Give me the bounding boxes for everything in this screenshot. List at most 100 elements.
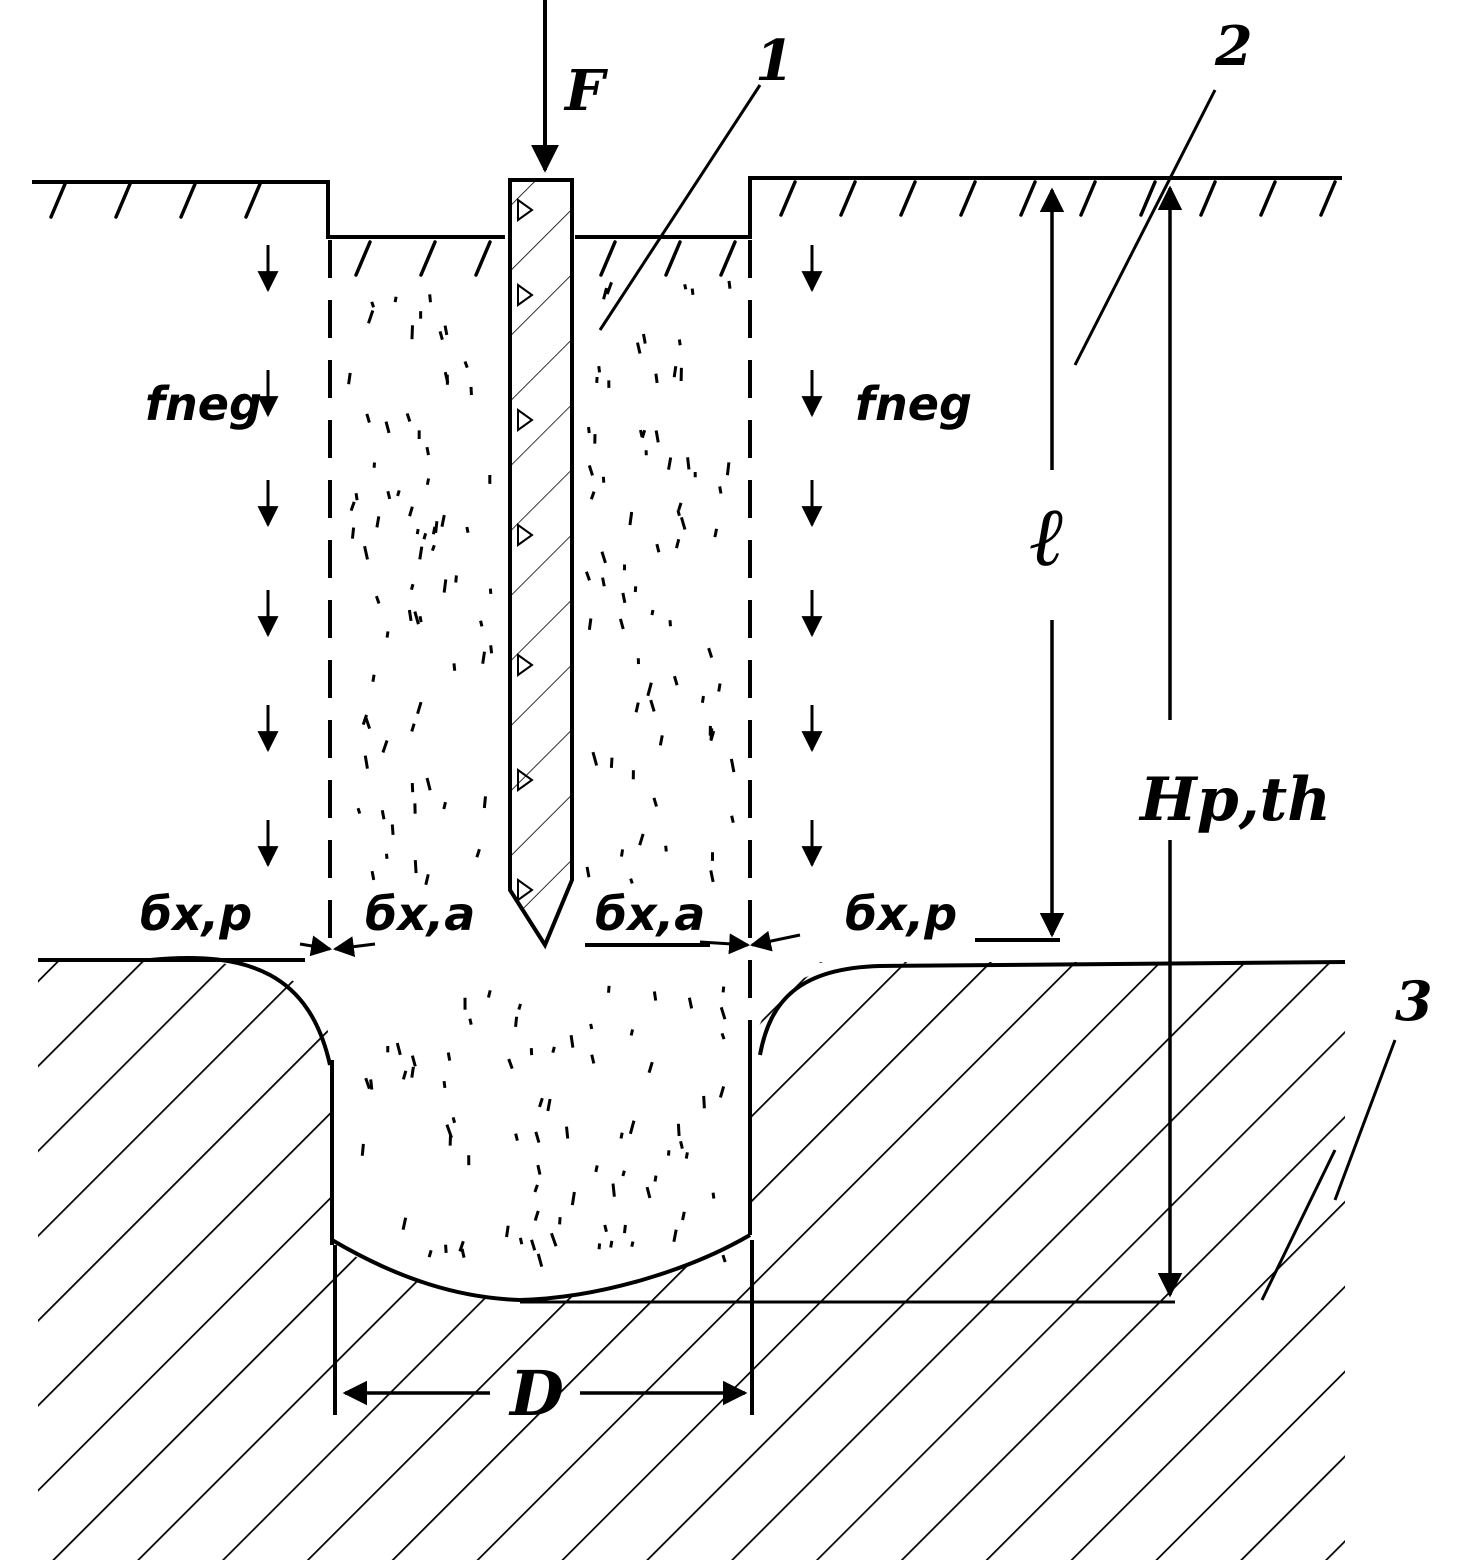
sand-dot [593,434,597,444]
sand-dot [654,430,660,443]
sand-dot [354,492,359,501]
sand-dot [686,457,691,470]
upper-soil-number-label: 2 [1214,14,1253,78]
pile-triangle [517,198,534,222]
sand-dot [488,474,492,484]
sand-dot [481,651,486,664]
sand-dot [646,682,653,697]
sand-dot [416,701,423,715]
sand-dot [702,1095,706,1109]
sand-dot [381,740,389,753]
sand-dot [683,283,688,290]
sand-dot [601,476,606,483]
sand-dot [628,1120,636,1135]
sand-dot [410,782,415,793]
sand-dot [639,429,644,438]
ground-tick [839,180,857,217]
sand-dot [633,586,638,593]
sand-dot [424,874,430,886]
sand-dot [479,620,484,627]
sand-dot [713,528,719,538]
sand-dot [356,807,362,815]
sand-dot [607,985,611,993]
ground-tick [959,180,977,217]
sand-dot [530,1239,537,1251]
sand-dot [413,803,417,814]
sand-dot [658,735,664,746]
sand-dot [629,878,634,884]
sand-dot [569,1034,575,1048]
sand-dot [425,478,431,486]
sand-dot [419,311,423,319]
sand-dot [565,1126,570,1139]
sand-dot [717,683,722,692]
sand-speckles [347,280,736,1268]
sand-dot [675,538,681,549]
sand-dot [350,527,356,539]
sand-dot [666,1150,671,1156]
sand-dot [468,1018,473,1025]
sand-dot [628,511,634,526]
sand-dot [536,1164,542,1175]
sand-dot [517,1003,522,1011]
sand-dot [514,1133,519,1141]
sand-dot [551,1046,556,1053]
sand-dot [619,849,625,857]
sand-dot [452,663,457,671]
sand-dot [597,365,602,373]
sand-dot [621,1170,626,1177]
sand-dot [652,797,658,807]
sand-dot [630,1241,635,1248]
sand-dot [609,1240,614,1248]
sand-dot [623,1224,627,1234]
sand-dot [672,675,679,686]
sand-dot [711,1192,716,1199]
sand-dot [428,294,432,303]
sand-dot [364,1077,371,1090]
sand-dot [650,609,655,616]
sand-dot [587,618,593,630]
sand-dot [607,380,611,388]
sand-dot [600,551,607,564]
sand-dot [533,1184,539,1193]
sand-dot [653,1175,658,1182]
sand-dot [636,342,642,354]
sand-dot [603,1224,608,1233]
sand-dot [644,450,648,456]
sand-dot [438,330,444,341]
stress-label-active-left: бx,a [365,887,475,941]
sand-dot [587,426,591,434]
sand-dot [605,281,613,295]
sand-dot [676,1123,681,1137]
sand-dot [693,471,697,478]
ground-tick [1019,180,1037,217]
sand-dot [676,509,681,517]
sand-dot [418,546,424,560]
pile-triangle [517,283,534,307]
sand-dot [619,618,625,630]
pile-triangle [517,408,534,432]
sand-dot [679,367,683,382]
sand-dot [422,532,428,540]
force-label: F [563,58,609,124]
sand-dot [719,1006,727,1020]
sand-dot [407,609,413,622]
sand-dot [621,592,627,604]
sand-dot [365,413,371,424]
ground-tick [244,182,262,219]
friction-label-left: fneg [145,377,262,431]
sand-dot [460,1248,466,1258]
stress-arrows [299,930,801,958]
sand-dot [465,526,470,533]
sand-dot [401,1070,408,1080]
sand-dot [410,723,416,732]
sand-dot [514,1016,519,1028]
pile-triangle [517,878,534,902]
sand-dot [595,376,599,383]
sand-dot [384,421,391,434]
ground-tick [779,180,797,217]
sand-dot [442,579,448,593]
sand-dot [636,658,641,665]
sand-dot [718,486,723,494]
